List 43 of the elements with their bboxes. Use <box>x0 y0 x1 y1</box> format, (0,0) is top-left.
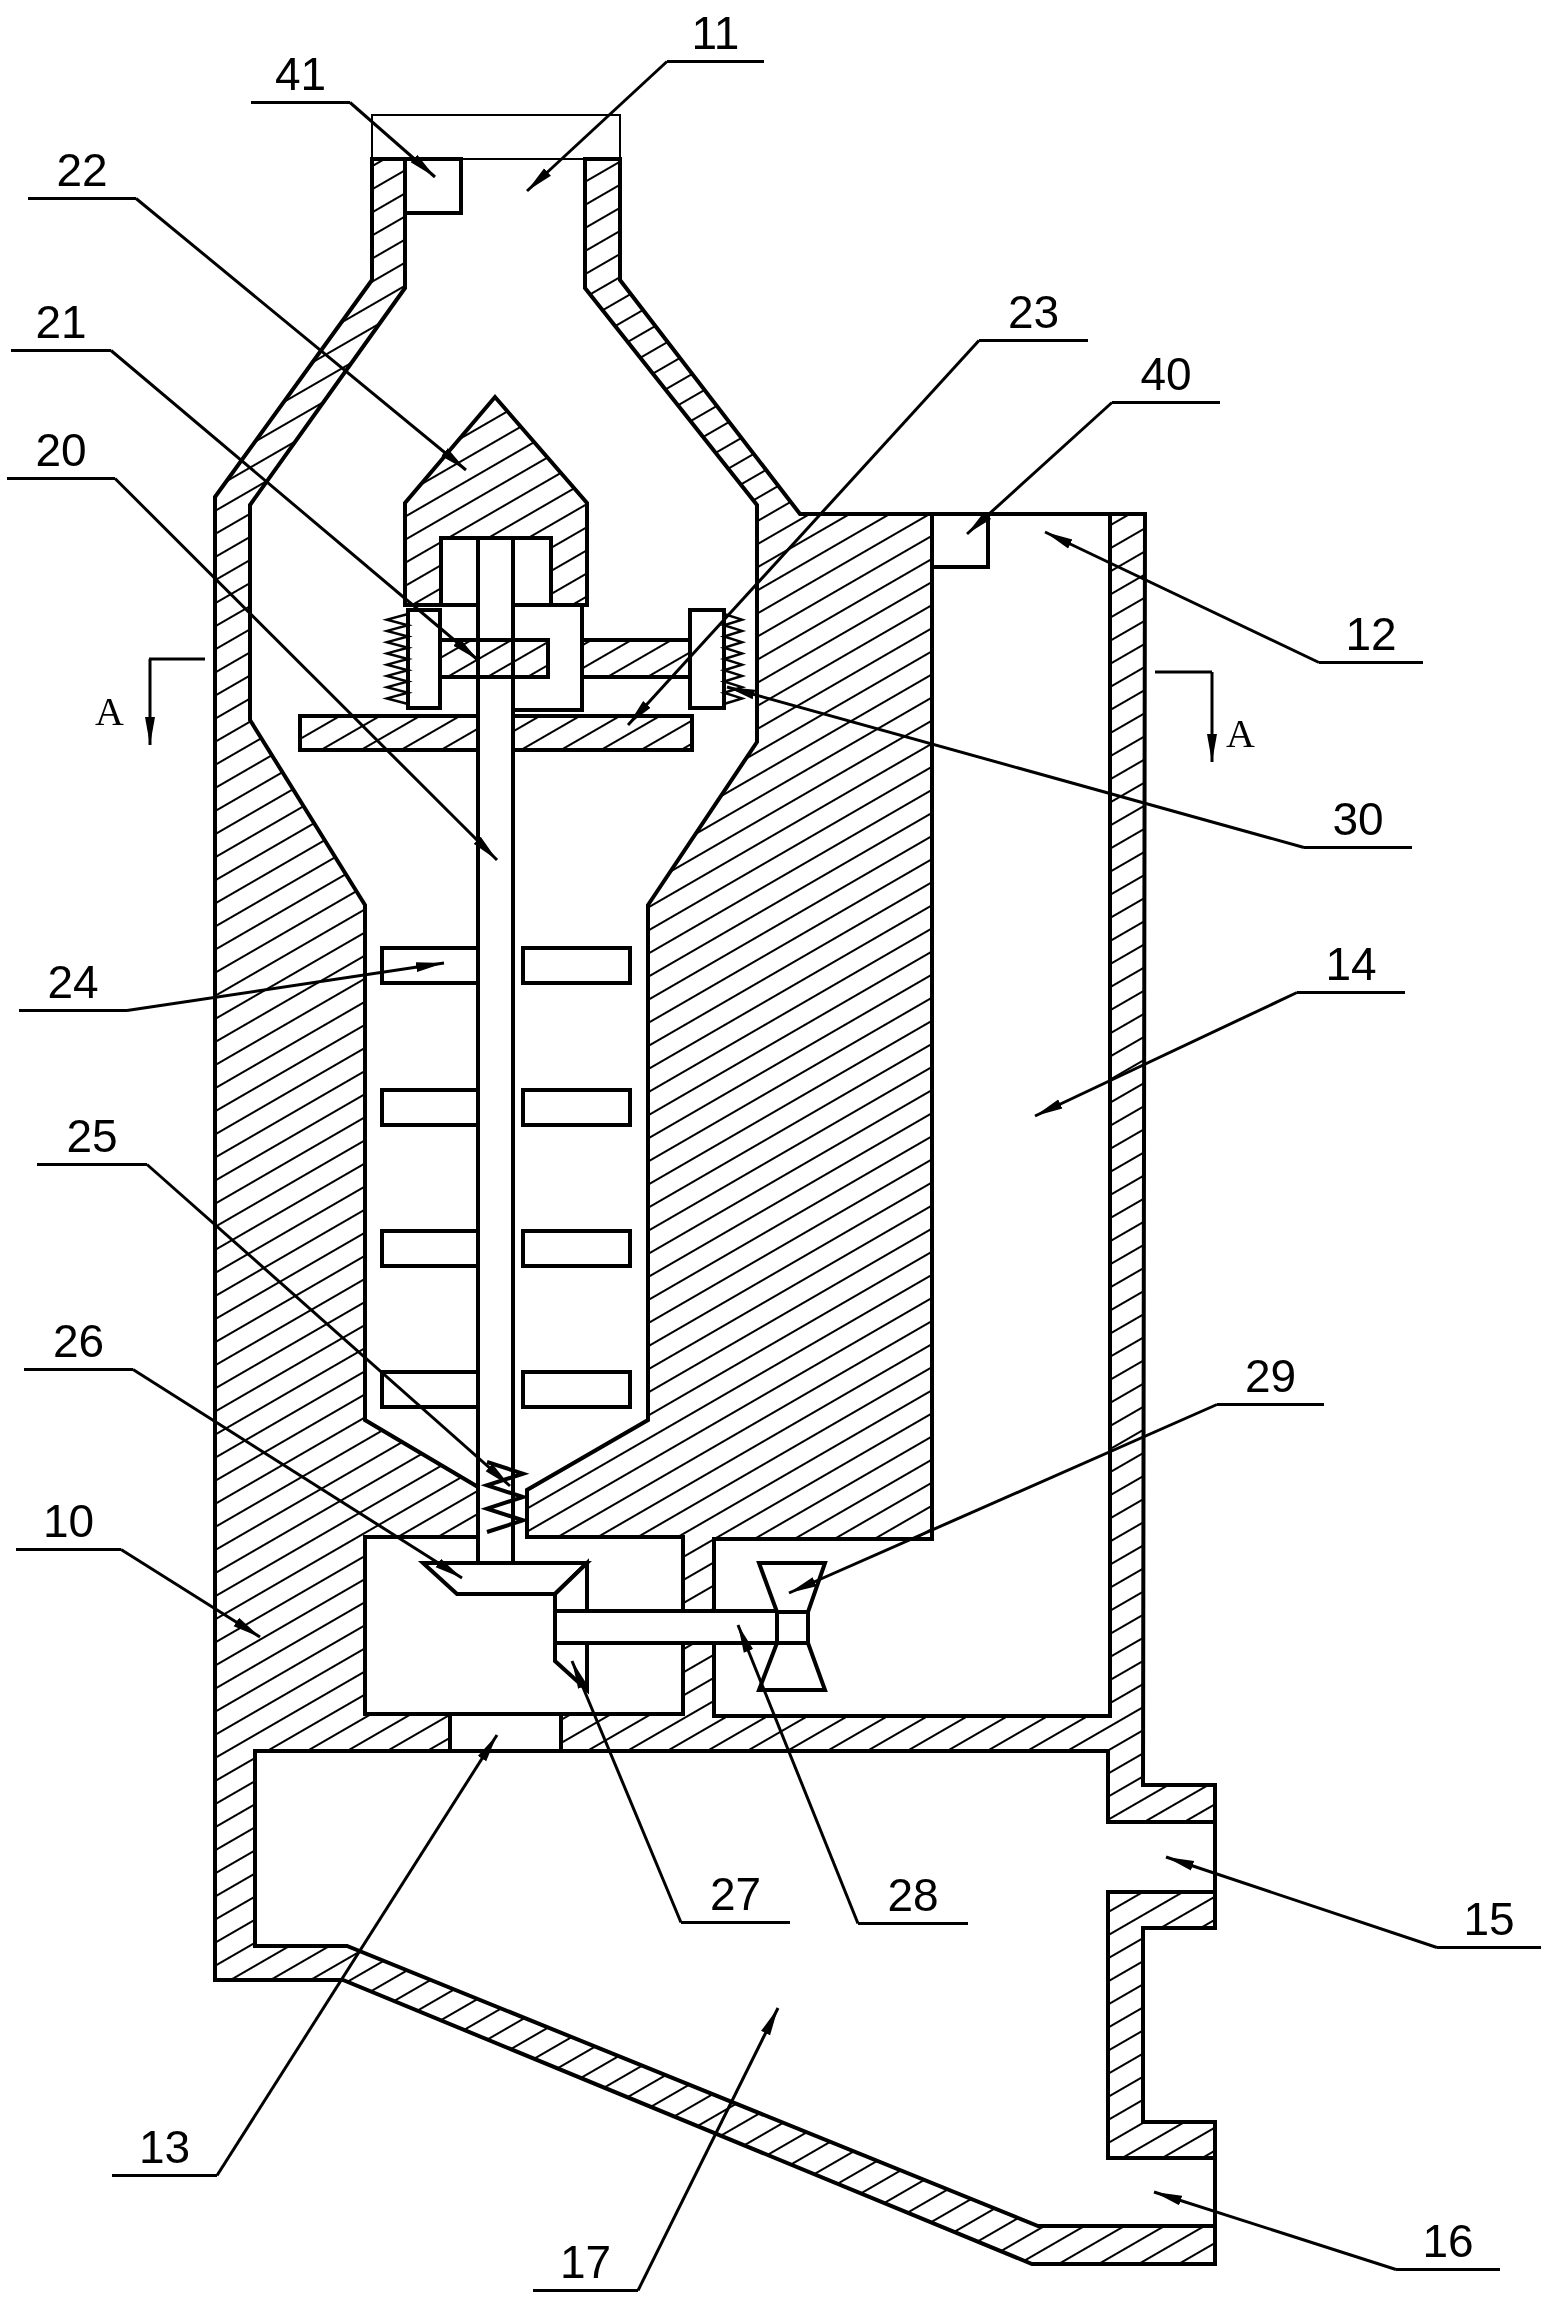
callout-number: 10 <box>16 1495 121 1551</box>
callout-number: 17 <box>533 2236 638 2292</box>
leader-line <box>626 339 981 726</box>
leader-line <box>788 1403 1218 1595</box>
callout-number: 14 <box>1297 938 1405 994</box>
callout-number: 41 <box>251 48 350 104</box>
leader-line <box>113 477 499 862</box>
leader-line <box>132 1368 463 1580</box>
callout-number: 15 <box>1437 1893 1541 1949</box>
leader-line <box>736 1624 860 1925</box>
callout-number: 22 <box>28 144 136 200</box>
leader-line <box>636 2007 780 2292</box>
callout-number: 20 <box>7 424 115 480</box>
callout-number: 28 <box>858 1869 968 1925</box>
callout-number: 24 <box>19 956 127 1012</box>
leader-line <box>1044 530 1320 664</box>
callout-number: 27 <box>681 1868 790 1924</box>
callout-number: 23 <box>979 286 1088 342</box>
callout-number: 13 <box>112 2121 217 2177</box>
leader-line <box>146 1163 511 1488</box>
callout-number: 11 <box>667 7 764 63</box>
leader-line <box>110 349 479 662</box>
leader-line <box>120 1548 261 1639</box>
callout-number: 26 <box>24 1315 133 1371</box>
leader-line <box>570 1660 683 1924</box>
leader-line <box>215 1734 499 2177</box>
callout-number: 30 <box>1304 793 1412 849</box>
section-label: A <box>1226 712 1255 756</box>
leader-line <box>135 197 467 472</box>
callout-number: 40 <box>1112 348 1220 404</box>
callout-number: 25 <box>37 1110 147 1166</box>
leader-line <box>1034 991 1298 1118</box>
callout-number: 29 <box>1217 1350 1324 1406</box>
leader-line <box>526 60 668 193</box>
leader-line <box>1153 2190 1397 2271</box>
leader-line <box>1165 1855 1438 1949</box>
callout-number: 21 <box>11 296 111 352</box>
leader-line <box>726 685 1305 849</box>
leader-line <box>966 401 1113 536</box>
callout-number: 12 <box>1319 608 1423 664</box>
callout-number: 16 <box>1396 2215 1500 2271</box>
section-label: A <box>95 690 124 734</box>
leader-line <box>126 961 445 1012</box>
